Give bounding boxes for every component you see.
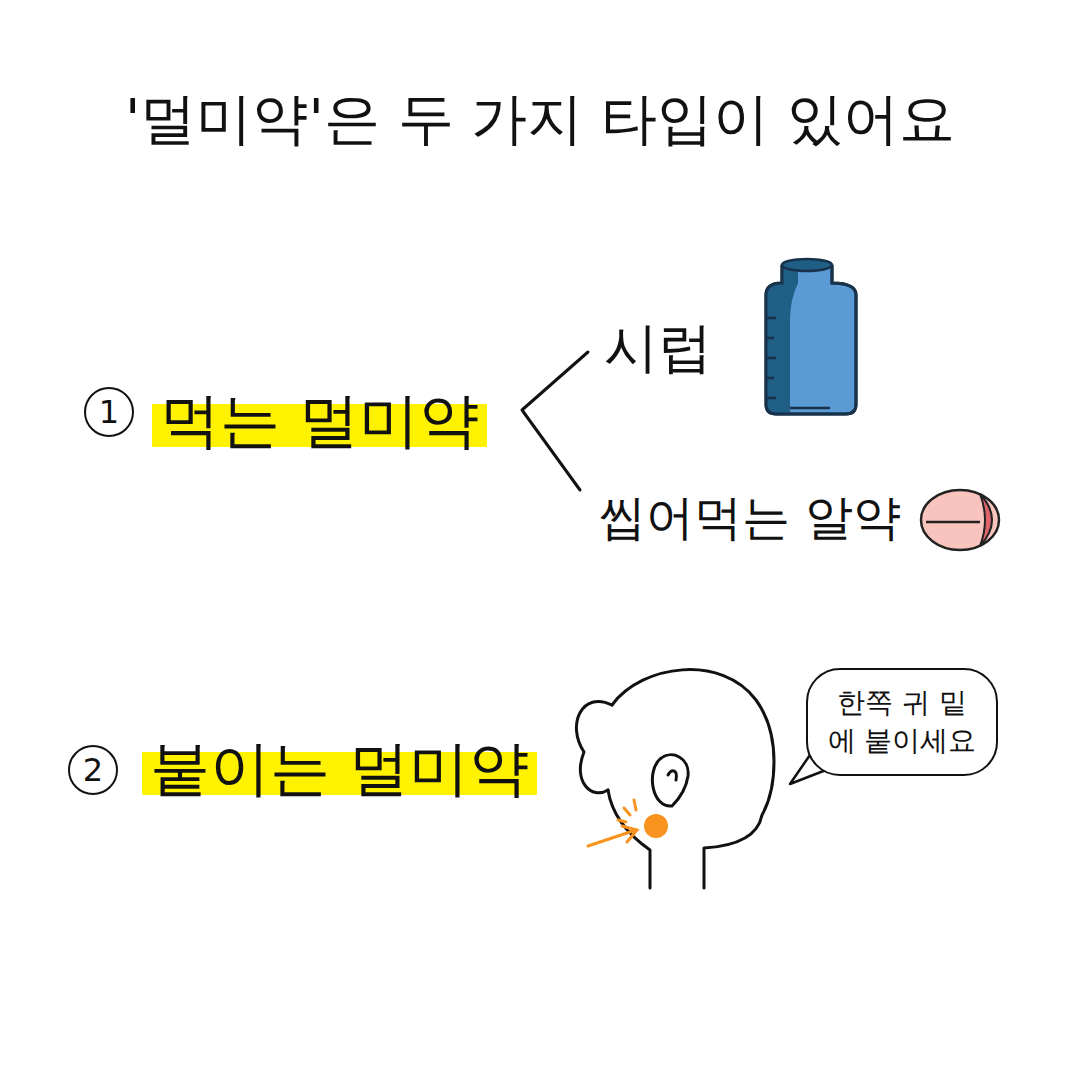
chewable-pill [921, 490, 999, 550]
split-bracket [522, 352, 588, 490]
node-text: 한쪽 귀 밑에 붙이세요 [824, 684, 980, 760]
callout-number: 2 [68, 745, 118, 795]
option-text: 시럽 [604, 312, 712, 385]
node-text: 먹는 멀미약 [160, 383, 479, 458]
highlight-band: 붙이는 멀미약 [142, 731, 537, 806]
title: '멀미약'은 두 가지 타입이 있어요 [0, 82, 1080, 158]
patch-dot [644, 814, 668, 838]
option-text: 씹어먹는 알약 [598, 486, 901, 550]
callout-number: 1 [84, 387, 134, 437]
node-text: 붙이는 멀미약 [150, 731, 529, 806]
head-figure [576, 670, 774, 888]
pointer-arrow [588, 800, 637, 846]
highlight-band: 먹는 멀미약 [152, 383, 487, 458]
syrup-bottle [766, 259, 856, 414]
speech-bubble: 한쪽 귀 밑에 붙이세요 [806, 668, 998, 776]
